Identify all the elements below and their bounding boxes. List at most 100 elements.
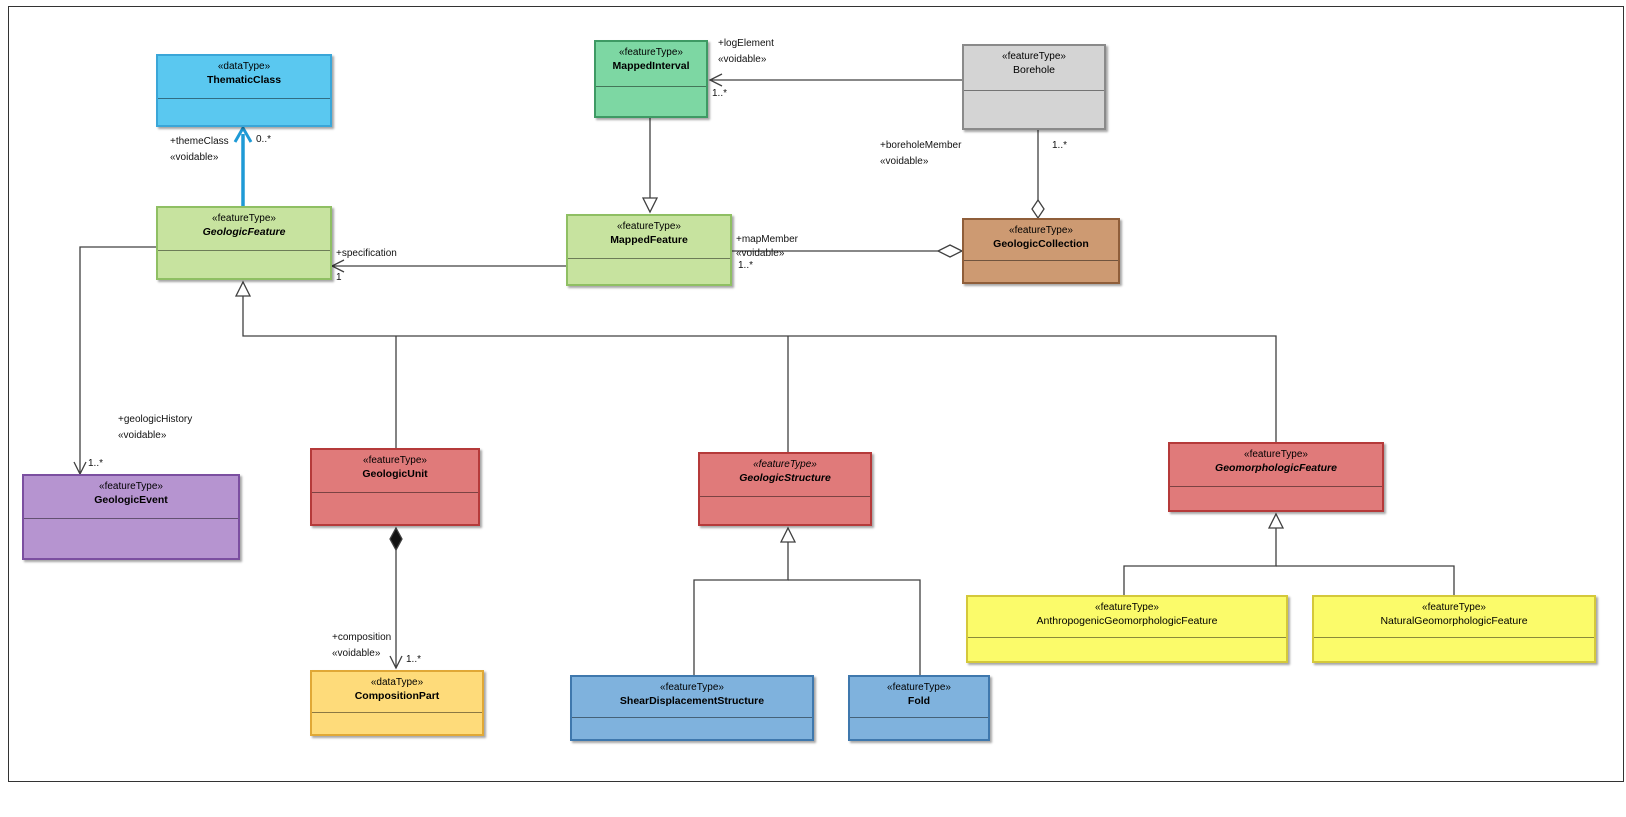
generalization-geomorph-tree [1123,528,1277,595]
class-name: GeologicCollection [993,238,1089,250]
class-geologic-collection[interactable]: «featureType» GeologicCollection [962,218,1120,284]
stereotype: «featureType» [363,455,427,466]
class-name: GeologicFeature [202,226,286,238]
class-mapped-feature[interactable]: «featureType» MappedFeature [566,214,732,286]
stereotype: «featureType» [753,459,817,470]
generalization-structure-fold [788,579,921,675]
class-geologic-unit[interactable]: «featureType» GeologicUnit [310,448,480,526]
label-map-member-mult: 1..* [738,260,753,272]
role: +specification [336,248,397,259]
multiplicity: 1..* [1052,140,1068,151]
composition-diamond [389,526,403,552]
stereotype: «featureType» [1422,602,1486,613]
stereotype: «featureType» [1009,225,1073,236]
generalization-geologicfeature-arrow [234,280,252,297]
label-log-element-voidable: «voidable» [718,54,766,66]
label-specification-mult: 1 [336,272,342,284]
stereotype: «featureType» [1244,449,1308,460]
class-name: ThematicClass [206,74,282,86]
stereotype: «voidable» [880,156,929,167]
label-geologic-history-mult: 1..* [88,458,103,470]
class-name: GeologicUnit [362,468,428,480]
label-composition-voidable: «voidable» [332,648,380,660]
stereotype: «featureType» [887,682,951,693]
multiplicity: 1..* [738,260,754,271]
class-name: Fold [907,695,931,707]
stereotype: «voidable» [332,648,381,659]
label-log-element: +logElement [718,38,774,50]
stereotype: «voidable» [736,248,785,259]
stereotype: «featureType» [660,682,724,693]
class-name: Borehole [1012,64,1056,76]
label-log-element-mult: 1..* [712,88,727,100]
stereotype: «featureType» [212,213,276,224]
role: +themeClass [170,136,229,147]
label-composition: +composition [332,632,391,644]
stereotype: «voidable» [118,430,167,441]
stereotype: «featureType» [99,481,163,492]
generalization-structure-tree [693,542,789,675]
label-theme-class: +themeClass [170,136,229,148]
label-specification: +specification [336,248,397,260]
class-name: MappedFeature [610,234,688,246]
label-theme-class-voidable: «voidable» [170,152,218,164]
class-shear-displacement-structure[interactable]: «featureType» ShearDisplacementStructure [570,675,814,741]
class-name: GeomorphologicFeature [1215,462,1337,474]
generalization-mappedinterval-arrow [641,197,659,214]
multiplicity: 1 [336,272,342,283]
class-name: GeologicEvent [94,494,168,506]
class-name: MappedInterval [612,60,690,72]
class-geologic-feature[interactable]: «featureType» GeologicFeature [156,206,332,280]
multiplicity: 1..* [712,88,728,99]
class-name: GeologicStructure [739,472,831,484]
stereotype: «voidable» [718,54,767,65]
class-mapped-interval[interactable]: «featureType» MappedInterval [594,40,708,118]
class-name: AnthropogenicGeomorphologicFeature [1036,615,1218,627]
generalization-geomorphologic-arrow [1267,512,1285,529]
role: +mapMember [736,234,798,245]
association-geologichistory [79,246,156,474]
class-geomorphologic-feature[interactable]: «featureType» GeomorphologicFeature [1168,442,1384,512]
role: +composition [332,632,392,643]
role: +logElement [718,38,774,49]
stereotype: «featureType» [619,47,683,58]
label-map-member-voidable: «voidable» [736,248,784,260]
class-thematic-class[interactable]: «dataType» ThematicClass [156,54,332,127]
multiplicity: 1..* [88,458,104,469]
label-borehole-member-voidable: «voidable» [880,156,928,168]
role: +boreholeMember [880,140,962,151]
label-theme-class-mult: 0..* [256,134,271,146]
association-specification-arrow [330,259,345,273]
stereotype: «voidable» [170,152,219,163]
label-geologic-history: +geologicHistory [118,414,192,426]
stereotype: «dataType» [217,61,271,72]
label-map-member: +mapMember [736,234,798,246]
label-borehole-member-mult: 1..* [1052,140,1067,152]
class-composition-part[interactable]: «dataType» CompositionPart [310,670,484,736]
stereotype: «featureType» [617,221,681,232]
class-geologic-event[interactable]: «featureType» GeologicEvent [22,474,240,560]
class-borehole[interactable]: «featureType» Borehole [962,44,1106,130]
generalization-geologicstructure-arrow [779,526,797,543]
aggregation-mapmember-diamond [936,244,964,258]
class-name: NaturalGeomorphologicFeature [1380,615,1528,627]
association-themeclass-arrow [233,124,253,143]
multiplicity: 1..* [406,654,422,665]
role: +geologicHistory [118,414,193,425]
multiplicity: 0..* [256,134,272,145]
composition-arrow [389,655,403,670]
aggregation-boreholemember-diamond [1031,198,1045,220]
label-composition-mult: 1..* [406,654,421,666]
class-geologic-structure[interactable]: «featureType» GeologicStructure [698,452,872,526]
stereotype: «featureType» [1095,602,1159,613]
class-anthropogenic-geomorphologic-feature[interactable]: «featureType» AnthropogenicGeomorphologic… [966,595,1288,663]
label-borehole-member: +boreholeMember [880,140,961,152]
stereotype: «featureType» [1002,51,1066,62]
class-name: ShearDisplacementStructure [619,695,765,707]
class-natural-geomorphologic-feature[interactable]: «featureType» NaturalGeomorphologicFeatur… [1312,595,1596,663]
generalization-geomorph-natural [1276,565,1455,595]
class-name: CompositionPart [354,690,440,702]
stereotype: «dataType» [370,677,424,688]
generalization-geologicfeature-tree [242,296,1277,442]
class-fold[interactable]: «featureType» Fold [848,675,990,741]
